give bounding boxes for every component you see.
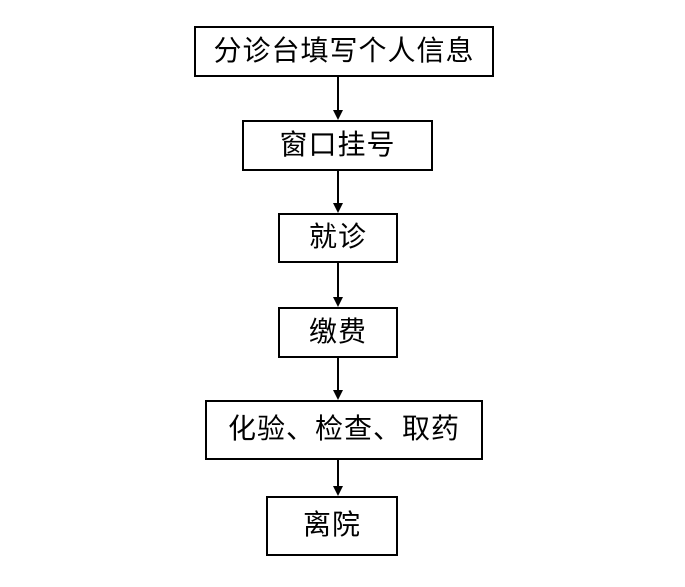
arrow-down-icon bbox=[333, 390, 343, 400]
flow-step-discharge: 离院 bbox=[266, 496, 398, 556]
flow-step-discharge-label: 离院 bbox=[302, 510, 361, 541]
arrow-shaft bbox=[337, 460, 339, 487]
arrow-down-icon bbox=[333, 203, 343, 213]
arrow-shaft bbox=[337, 358, 339, 391]
arrow-down-icon bbox=[333, 486, 343, 496]
arrow-down-icon bbox=[333, 110, 343, 120]
flow-step-consultation: 就诊 bbox=[278, 213, 398, 263]
arrow-shaft bbox=[337, 263, 339, 298]
arrow-down-icon bbox=[333, 297, 343, 307]
flow-step-tests-exams-medicine: 化验、检查、取药 bbox=[205, 400, 483, 460]
flow-step-registration-label: 窗口挂号 bbox=[279, 129, 396, 161]
flow-step-payment: 缴费 bbox=[278, 307, 398, 358]
flow-step-registration: 窗口挂号 bbox=[242, 120, 433, 171]
flow-step-consultation-label: 就诊 bbox=[308, 222, 367, 253]
flow-step-triage-info: 分诊台填写个人信息 bbox=[194, 26, 494, 77]
flow-step-payment-label: 缴费 bbox=[308, 316, 367, 348]
arrow-shaft bbox=[337, 77, 339, 111]
flow-step-tests-exams-medicine-label: 化验、检查、取药 bbox=[227, 414, 460, 445]
flow-arrow-1 bbox=[332, 77, 344, 120]
flow-arrow-2 bbox=[332, 171, 344, 213]
flow-step-triage-info-label: 分诊台填写个人信息 bbox=[213, 35, 475, 67]
arrow-shaft bbox=[337, 171, 339, 204]
flow-arrow-5 bbox=[332, 460, 344, 496]
flow-arrow-3 bbox=[332, 263, 344, 307]
flow-arrow-4 bbox=[332, 358, 344, 400]
